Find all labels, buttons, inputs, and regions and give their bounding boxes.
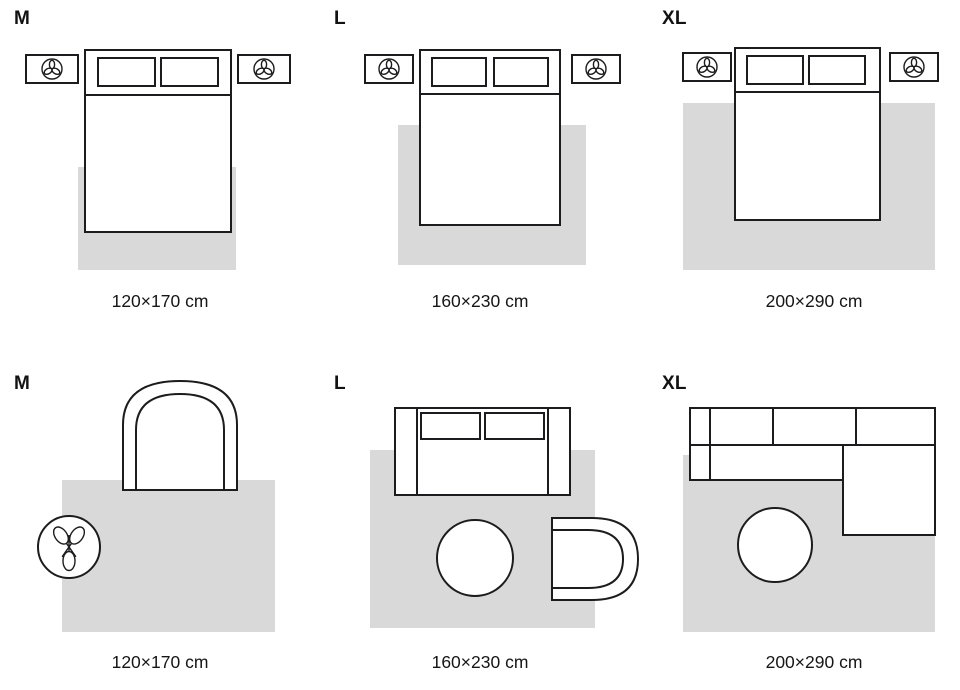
size-label: XL — [662, 373, 687, 394]
nightstand-left — [364, 54, 414, 84]
panel-living-room-l: L 160×230 cm — [320, 345, 640, 690]
coffee-table — [436, 519, 514, 597]
pillow — [746, 55, 804, 85]
plant-icon — [696, 56, 718, 78]
sofa — [394, 407, 571, 496]
living-room-scene-l — [370, 407, 640, 628]
dimensions-caption: 160×230 cm — [431, 291, 529, 311]
panel-living-room-m: M 12 — [0, 345, 320, 690]
armchair — [122, 379, 238, 491]
pillow — [808, 55, 866, 85]
plant-icon — [585, 58, 607, 80]
plant-icon — [378, 58, 400, 80]
pillow — [160, 57, 219, 87]
bedroom-scene-xl — [682, 47, 939, 270]
nightstand-right — [237, 54, 291, 84]
dimensions-caption: 120×170 cm — [111, 291, 209, 311]
panel-living-room-xl: XL 200×290 cm — [640, 345, 960, 690]
dimensions-caption: 120×170 cm — [111, 652, 209, 672]
pillow — [431, 57, 487, 87]
nightstand-right — [571, 54, 621, 84]
nightstand-left — [25, 54, 79, 84]
size-label: M — [14, 373, 31, 394]
dimensions-caption: 200×290 cm — [765, 652, 863, 672]
panel-bedroom-xl: XL — [640, 0, 960, 345]
living-room-scene-xl — [683, 407, 936, 632]
bedroom-scene-m — [25, 49, 291, 270]
dimensions-caption: 200×290 cm — [765, 291, 863, 311]
coffee-table — [737, 507, 813, 583]
sectional-sofa — [689, 407, 936, 536]
panel-bedroom-l: L — [320, 0, 640, 345]
size-label: XL — [662, 8, 687, 29]
plant-icon — [903, 56, 925, 78]
sofa-cushion — [484, 412, 545, 440]
bed — [734, 47, 881, 221]
bedroom-scene-l — [364, 49, 621, 265]
living-room-scene-m — [37, 379, 275, 632]
size-label: L — [334, 8, 346, 29]
pillow — [97, 57, 156, 87]
plant-icon — [41, 58, 63, 80]
armchair — [551, 517, 640, 601]
plant-icon — [37, 515, 101, 579]
nightstand-right — [889, 52, 939, 82]
size-label: L — [334, 373, 346, 394]
panel-bedroom-m: M — [0, 0, 320, 345]
bed — [419, 49, 561, 226]
plant-icon — [253, 58, 275, 80]
nightstand-left — [682, 52, 732, 82]
bed — [84, 49, 232, 233]
size-label: M — [14, 8, 31, 29]
dimensions-caption: 160×230 cm — [431, 652, 529, 672]
sofa-cushion — [420, 412, 481, 440]
pillow — [493, 57, 549, 87]
